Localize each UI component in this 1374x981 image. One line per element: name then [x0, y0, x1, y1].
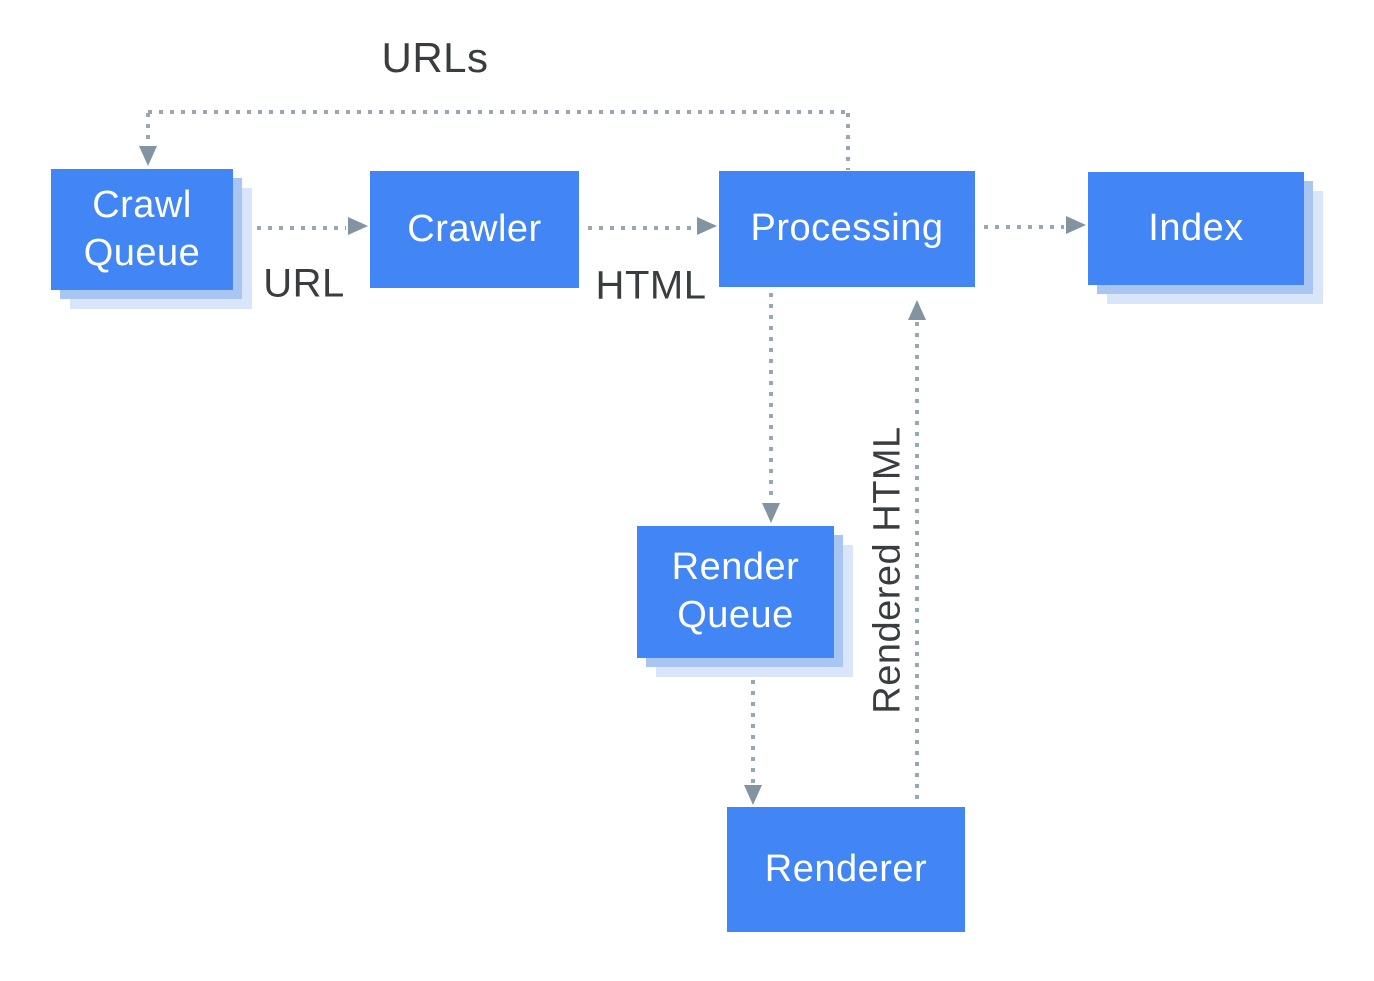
node-renderer-label: Renderer	[764, 847, 928, 890]
edge-processing-renderqueue-line	[769, 293, 773, 502]
edge-crawlqueue-crawler-line	[246, 226, 346, 230]
node-index: Index	[1088, 172, 1323, 304]
edge-urls-right-drop-line	[846, 113, 850, 170]
edge-renderqueue-renderer-line	[751, 680, 755, 784]
edge-crawler-processing-line	[588, 226, 695, 230]
arrowhead-right-icon	[348, 217, 368, 235]
node-index-box: Index	[1088, 172, 1304, 285]
node-processing-label: Processing	[750, 207, 944, 250]
node-index-label: Index	[1148, 206, 1244, 249]
node-processing-box: Processing	[719, 171, 975, 287]
label-rendered-html: Rendered HTML	[866, 426, 909, 714]
node-render-queue-box: Render Queue	[637, 526, 834, 658]
label-url: URL	[263, 261, 345, 306]
arrowhead-right-icon	[1066, 216, 1086, 234]
label-html: HTML	[595, 263, 707, 308]
node-crawler-box: Crawler	[370, 171, 579, 288]
arrowhead-up-icon	[908, 300, 926, 320]
node-crawler-label: Crawler	[407, 207, 542, 250]
node-render-queue: Render Queue	[637, 526, 853, 677]
edge-renderer-processing-line	[915, 322, 919, 806]
node-crawl-queue: Crawl Queue	[51, 169, 252, 309]
arrowhead-down-icon	[139, 146, 157, 166]
node-crawler: Crawler	[370, 171, 579, 288]
arrowhead-down-icon	[744, 785, 762, 805]
node-renderer-box: Renderer	[727, 807, 965, 932]
arrowhead-down-icon	[762, 503, 780, 523]
edge-urls-left-drop-line	[146, 113, 150, 146]
arrowhead-right-icon	[697, 217, 717, 235]
node-crawl-queue-label: Crawl Queue	[83, 183, 201, 274]
node-render-queue-label: Render Queue	[671, 546, 800, 636]
node-crawl-queue-box: Crawl Queue	[51, 169, 233, 290]
label-urls: URLs	[381, 34, 489, 81]
edge-urls-top-line	[148, 110, 848, 114]
node-processing: Processing	[719, 171, 975, 287]
edge-processing-index-line	[984, 225, 1064, 229]
node-renderer: Renderer	[727, 807, 965, 932]
